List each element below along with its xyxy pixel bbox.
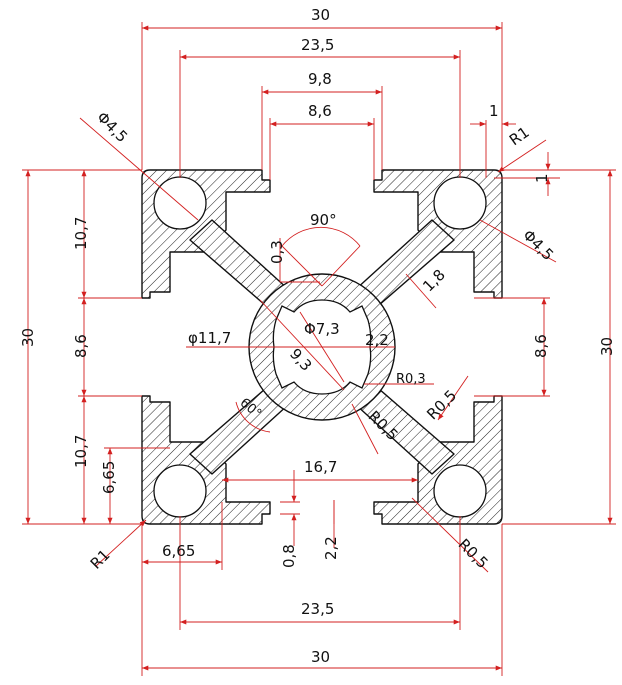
label-6-65-bottom: 6,65 xyxy=(162,542,195,560)
dimension-labels: 30 23,5 9,8 8,6 Φ4,5 Φ4,5 R1 1 1 30 10,7… xyxy=(19,6,616,666)
label-r1-bottom: R1 xyxy=(87,546,114,573)
label-angle-90: 90° xyxy=(310,211,337,229)
label-1-side: 1 xyxy=(533,173,551,183)
label-height-left: 30 xyxy=(19,328,37,347)
label-2-2-bottom: 2,2 xyxy=(322,536,340,560)
corner-hole-bottom-right xyxy=(433,464,487,518)
label-10-7-lower: 10,7 xyxy=(72,435,90,468)
label-10-7-upper: 10,7 xyxy=(72,217,90,250)
label-r1-top: R1 xyxy=(506,123,533,149)
label-diameter-11-7: φ11,7 xyxy=(188,329,231,347)
corner-hole-top-right xyxy=(433,176,487,230)
label-9-8: 9,8 xyxy=(308,70,332,88)
label-1-top: 1 xyxy=(489,102,499,120)
label-diameter-7-3: Φ7,3 xyxy=(304,320,340,338)
label-8-6-right: 8,6 xyxy=(532,334,550,358)
label-6-65-left: 6,65 xyxy=(100,461,118,494)
corner-hole-bottom-left xyxy=(153,464,207,518)
label-0-8: 0,8 xyxy=(280,544,298,568)
label-2-2-center: 2,2 xyxy=(365,331,389,349)
dimension-lines xyxy=(22,22,616,676)
label-width-top: 30 xyxy=(311,6,330,24)
label-1-8: 1,8 xyxy=(419,266,449,296)
label-16-7: 16,7 xyxy=(304,458,337,476)
label-r0-5-right: R0,5 xyxy=(423,386,460,423)
corner-hole-top-left xyxy=(153,176,207,230)
label-height-right: 30 xyxy=(598,337,616,356)
label-0-3-top: 0,3 xyxy=(268,240,286,264)
label-hole-diameter-top-left: Φ4,5 xyxy=(93,108,131,146)
label-r0-3: R0,3 xyxy=(396,372,426,387)
label-8-6-left: 8,6 xyxy=(72,334,90,358)
label-width-bottom: 30 xyxy=(311,648,330,666)
label-8-6-top: 8,6 xyxy=(308,102,332,120)
label-23-5-top: 23,5 xyxy=(301,36,334,54)
label-23-5-bottom: 23,5 xyxy=(301,600,334,618)
